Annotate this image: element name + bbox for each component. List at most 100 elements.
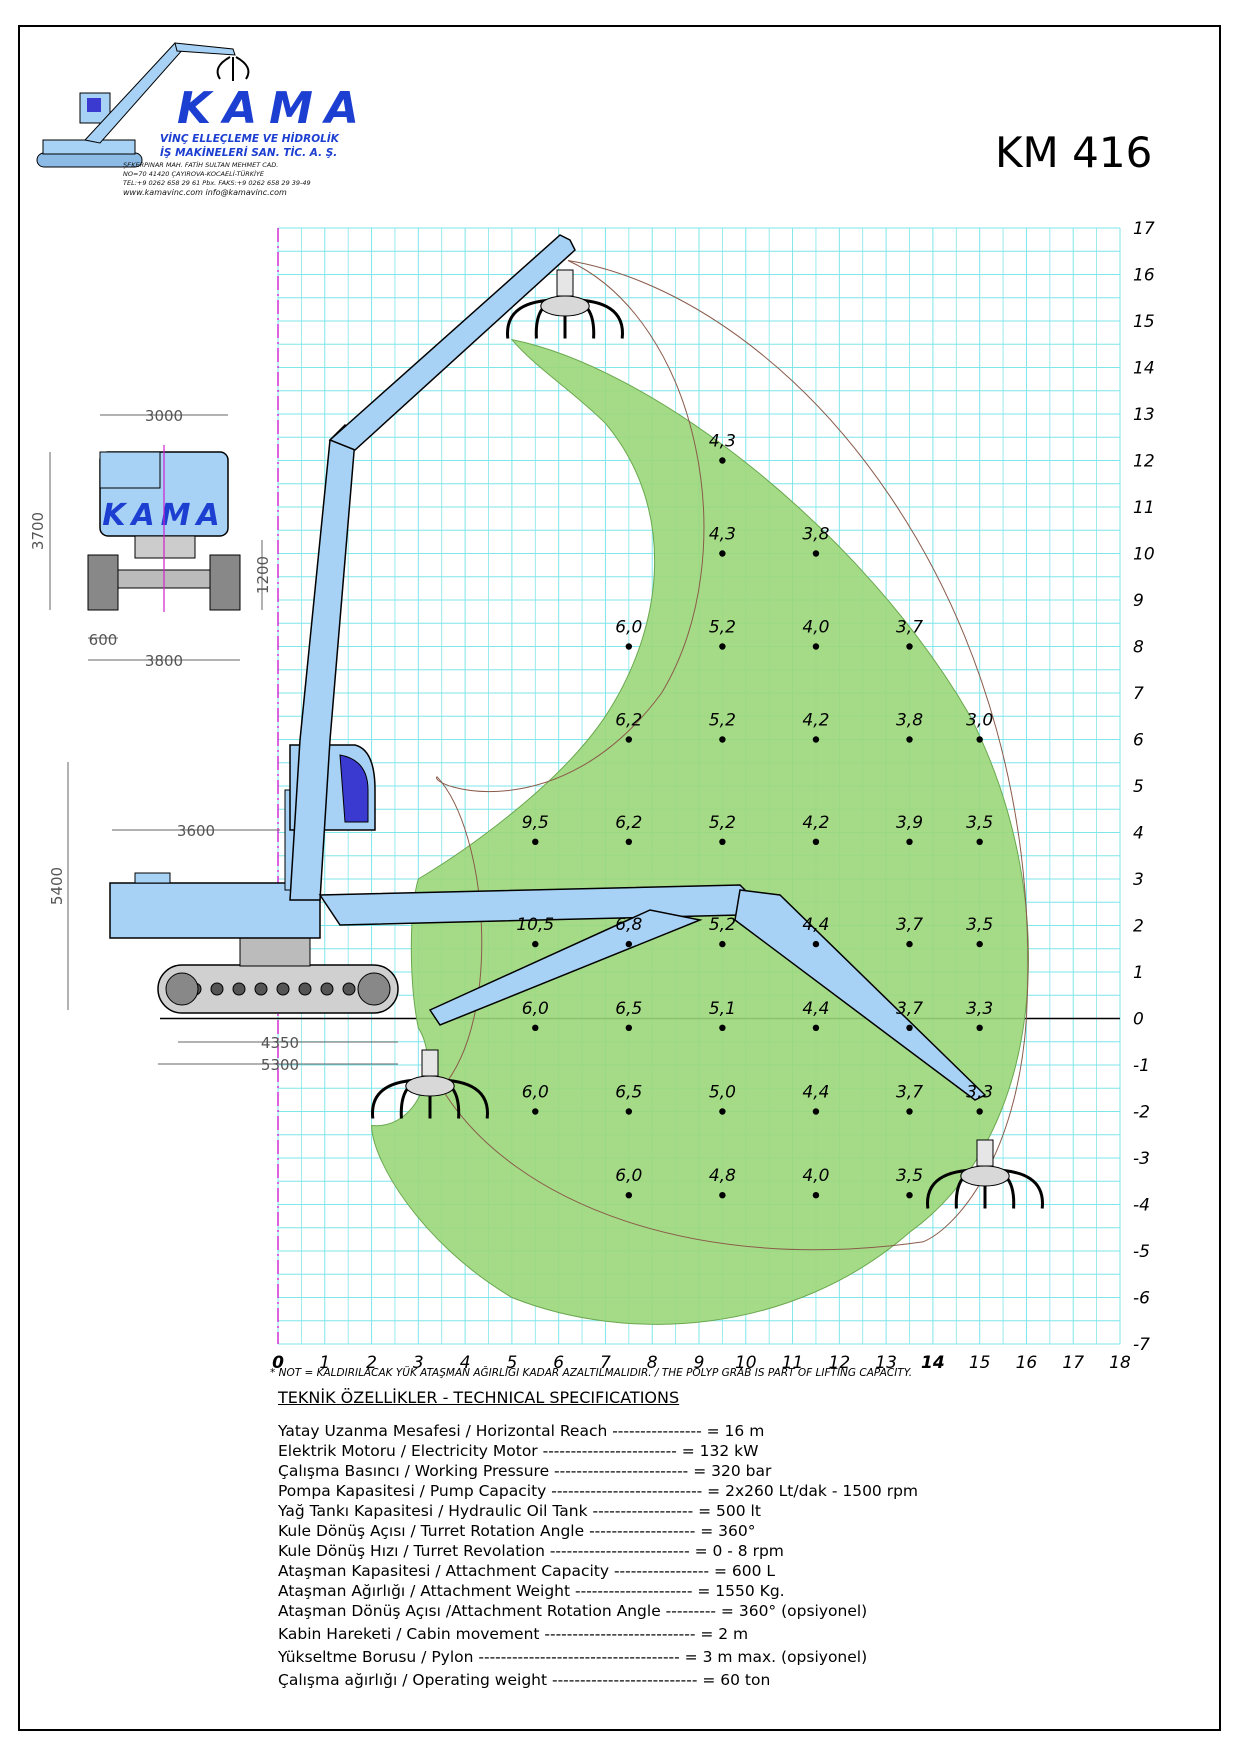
x-tick-label: 16	[1016, 1353, 1038, 1373]
front-view-right-track	[209, 554, 241, 611]
point-marker	[625, 940, 633, 948]
capacity-point: 6,2	[615, 813, 642, 845]
front-view-slew	[134, 535, 196, 559]
point-label: 5,2	[709, 915, 736, 935]
y-tick-label: -2	[1133, 1103, 1150, 1123]
point-label: 6,0	[522, 1083, 549, 1103]
point-marker	[719, 643, 726, 650]
reach-arc-inner	[436, 260, 705, 793]
spec-row: Kule Dönüş Hızı / Turret Revolation ----…	[278, 1542, 784, 1560]
engine-cover	[134, 872, 171, 884]
x-tick-label: 12	[829, 1353, 851, 1373]
track-roller	[320, 982, 334, 996]
point-marker	[625, 1192, 633, 1199]
spec-row: Kule Dönüş Açısı / Turret Rotation Angle…	[278, 1522, 756, 1540]
point-marker	[906, 838, 913, 845]
point-label: 3,7	[896, 999, 923, 1019]
track-roller	[232, 982, 246, 996]
capacity-point: 9,5	[522, 813, 549, 845]
capacity-point: 5,2	[709, 618, 736, 650]
point-marker	[976, 1108, 983, 1115]
logo-address1: ŞEKERPINAR MAH. FATİH SULTAN MEHMET CAD.	[123, 161, 279, 169]
point-label: 5,2	[709, 813, 736, 833]
polyp-grab-icon	[371, 1049, 489, 1119]
y-tick-label: -4	[1133, 1196, 1150, 1216]
y-tick-label: 16	[1133, 266, 1155, 286]
track-sprocket	[357, 972, 391, 1006]
logo-address2: NO=70 41420 ÇAYIROVA-KOCAELİ-TÜRKİYE	[123, 170, 265, 178]
capacity-point: 6,0	[522, 999, 549, 1032]
point-label: 10,5	[516, 915, 554, 935]
track-roller	[210, 982, 224, 996]
point-label: 9,5	[522, 813, 549, 833]
y-tick-label: 5	[1133, 777, 1144, 797]
grab-rotator	[556, 269, 574, 297]
dim-front-width: 3000	[145, 407, 183, 425]
point-label: 3,7	[896, 618, 923, 638]
logo-line1: VİNÇ ELLEÇLEME VE HİDROLİK	[160, 133, 339, 145]
track-roller	[276, 982, 290, 996]
point-marker	[719, 940, 726, 948]
capacity-point: 3,7	[896, 1083, 923, 1115]
x-tick-label: 17	[1062, 1353, 1084, 1373]
point-marker	[906, 643, 913, 650]
y-tick-label: 1	[1133, 963, 1144, 983]
upper-structure	[109, 882, 321, 939]
y-tick-label: 17	[1133, 219, 1155, 239]
point-marker	[976, 838, 983, 845]
front-view-brand: KAMA	[102, 498, 226, 533]
point-label: 3,3	[966, 1083, 993, 1103]
track-roller	[254, 982, 268, 996]
grab-rotator	[976, 1139, 994, 1167]
grab-body	[960, 1165, 1010, 1187]
point-marker	[812, 736, 820, 743]
y-tick-label: 14	[1133, 359, 1155, 379]
point-marker	[719, 1108, 726, 1115]
cab-window	[339, 754, 369, 823]
x-tick-label: 2	[366, 1353, 377, 1373]
capacity-note: * NOT = KALDIRILACAK YÜK ATAŞMAN AĞIRLIĞ…	[270, 1367, 913, 1379]
work-area	[371, 260, 1029, 1325]
point-label: 4,4	[802, 999, 829, 1019]
point-marker	[906, 1192, 913, 1199]
x-tick-label: 15	[969, 1353, 991, 1373]
point-marker	[532, 838, 539, 845]
capacity-point: 3,7	[896, 618, 923, 650]
point-marker	[625, 1108, 633, 1115]
point-marker	[812, 838, 820, 845]
point-label: 4,0	[802, 618, 829, 638]
y-tick-label: 13	[1133, 405, 1155, 425]
capacity-point: 3,7	[896, 915, 923, 948]
capacity-point: 3,5	[896, 1166, 923, 1199]
capacity-point: 4,3	[709, 432, 736, 464]
x-tick-label: 7	[600, 1353, 611, 1373]
point-marker	[719, 838, 726, 845]
point-marker	[906, 736, 913, 743]
capacity-point: 3,7	[896, 999, 923, 1032]
logo-line2: İŞ MAKİNELERİ SAN. TİC. A. Ş.	[160, 147, 338, 159]
capacity-point: 3,3	[966, 999, 993, 1032]
capacity-point: 6,8	[615, 915, 643, 948]
capacity-point: 4,2	[802, 711, 829, 743]
point-label: 3,9	[896, 813, 923, 833]
y-tick-label: 3	[1133, 870, 1144, 890]
capacity-point: 5,2	[709, 915, 736, 948]
spec-row: Pompa Kapasitesi / Pump Capacity -------…	[278, 1482, 919, 1500]
grab-body	[405, 1075, 455, 1097]
y-tick-label: -7	[1133, 1335, 1150, 1355]
point-label: 4,3	[709, 432, 736, 452]
capacity-point: 6,5	[615, 999, 642, 1032]
spec-row: Ataşman Ağırlığı / Attachment Weight ---…	[278, 1582, 785, 1600]
dim-track-length-2: 5300	[261, 1056, 299, 1074]
dim-side-length: 3600	[177, 822, 215, 840]
point-marker	[976, 736, 983, 743]
stick-close	[428, 909, 703, 1026]
point-marker	[812, 1108, 820, 1115]
x-tick-label: 1	[319, 1353, 330, 1373]
y-tick-label: 7	[1133, 684, 1144, 704]
dim-front-height: 3700	[29, 512, 47, 550]
point-marker	[976, 1024, 983, 1032]
point-marker	[532, 940, 539, 948]
